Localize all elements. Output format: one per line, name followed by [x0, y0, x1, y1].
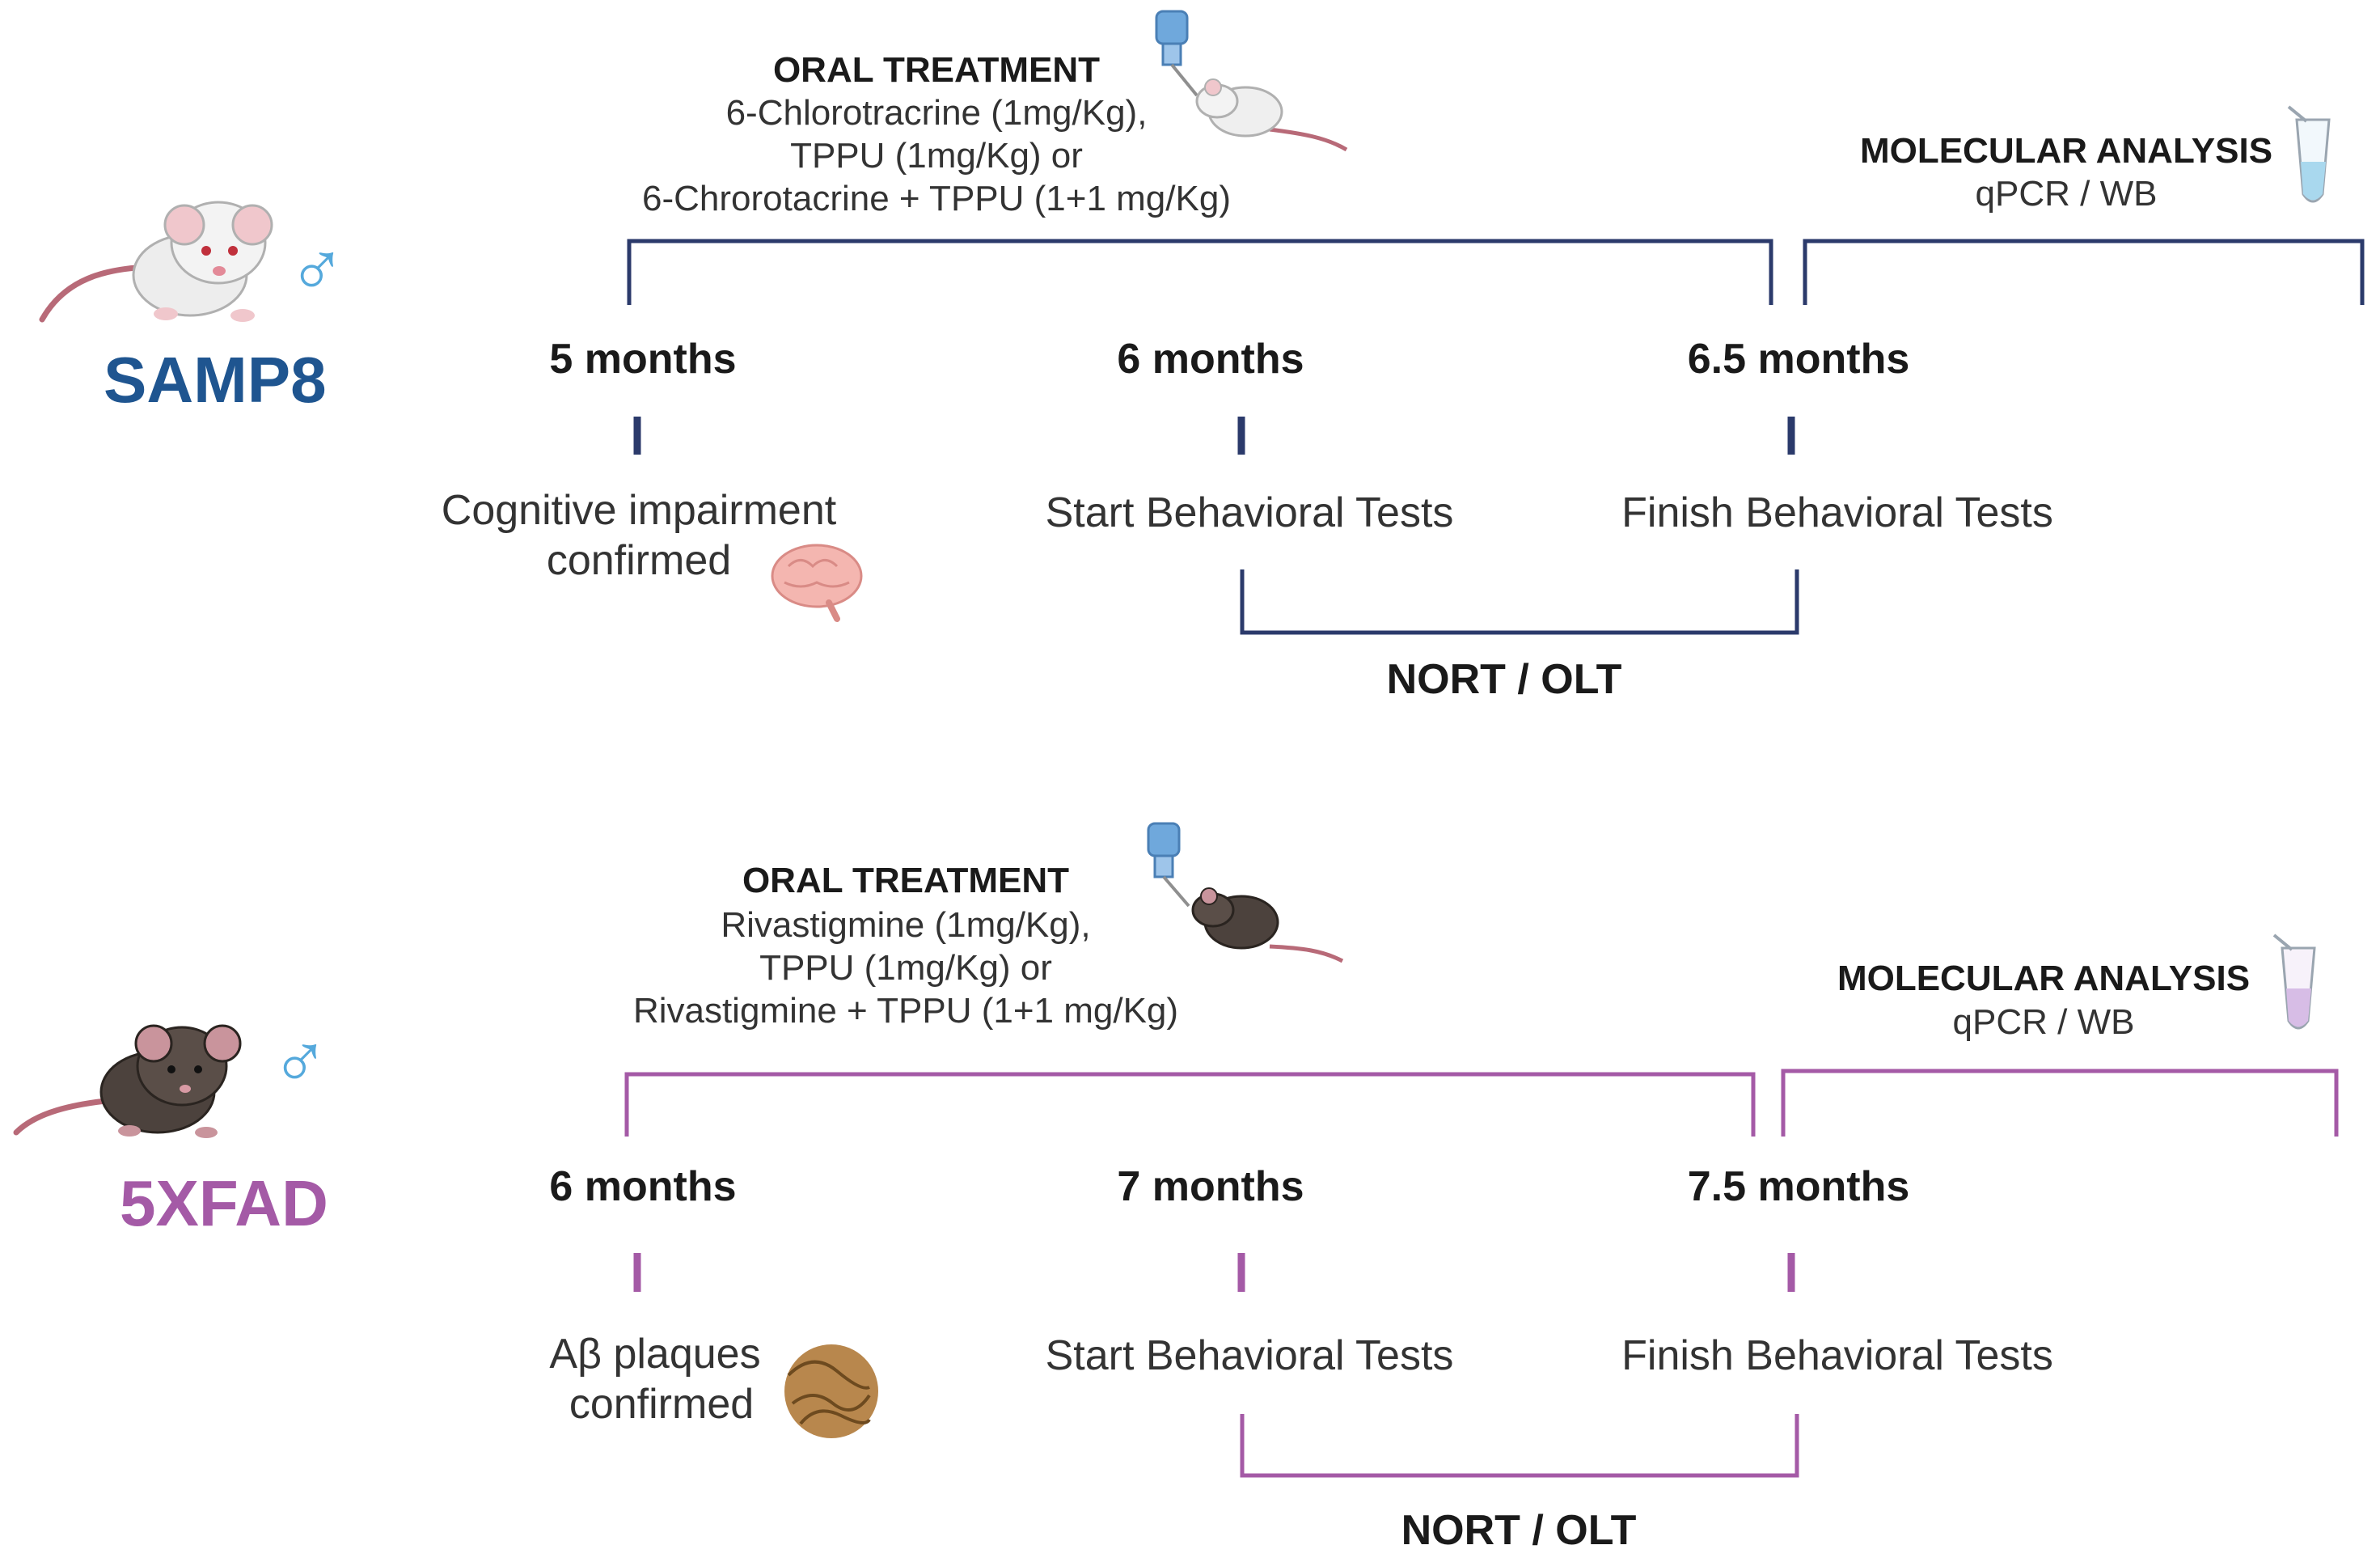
event-samp8-1-line-2: confirmed: [546, 537, 732, 584]
tube-icon: [2272, 933, 2316, 1030]
treatment-line-5xfad-1: Rivastigmine (1mg/Kg),: [721, 905, 1091, 945]
event-samp8-1-line-1: Cognitive impairment: [441, 487, 837, 534]
event-samp8-3: Finish Behavioral Tests: [1621, 489, 2053, 536]
event-samp8-2: Start Behavioral Tests: [1045, 489, 1454, 536]
brain-icon: [771, 544, 863, 622]
molecular-sub-5xfad: qPCR / WB: [1952, 1002, 2135, 1042]
timepoint-5xfad-1: 6 months: [549, 1163, 737, 1210]
dark-mouse-icon: [13, 1024, 242, 1138]
male-symbol-icon: ♂: [271, 1018, 329, 1105]
event-5xfad-1-line-1: Aβ plaques: [549, 1331, 761, 1378]
fivexfad-timeline: [65, 1069, 2365, 1478]
small-dark-mouse-icon: [1191, 887, 1344, 963]
event-5xfad-2: Start Behavioral Tests: [1045, 1332, 1454, 1379]
samp8-treatment-bracket: [627, 239, 1773, 305]
water-bottle-icon: [1147, 822, 1190, 908]
fivexfad-test-bracket: [1240, 1414, 1799, 1478]
treatment-line-samp8-3: 6-Chrorotacrine + TPPU (1+1 mg/Kg): [642, 179, 1231, 218]
water-bottle-icon: [1155, 10, 1198, 97]
treatment-line-5xfad-3: Rivastigmine + TPPU (1+1 mg/Kg): [632, 991, 1179, 1031]
event-5xfad-3: Finish Behavioral Tests: [1621, 1332, 2053, 1379]
treatment-header-samp8: ORAL TREATMENT: [772, 50, 1101, 90]
samp8-timeline: [65, 239, 2365, 635]
event-5xfad-1-line-2: confirmed: [569, 1381, 755, 1428]
white-mouse-icon: [39, 201, 273, 323]
timepoint-samp8-1: 5 months: [549, 336, 737, 383]
samp8-molecular-bracket: [1803, 239, 2365, 305]
model-name-5xfad: 5XFAD: [120, 1167, 328, 1239]
amyloid-plaque-icon: [784, 1344, 878, 1438]
model-name-samp8: SAMP8: [104, 344, 327, 416]
molecular-header-samp8: MOLECULAR ANALYSIS: [1859, 131, 2273, 171]
tube-icon: [2287, 105, 2331, 203]
treatment-header-5xfad: ORAL TREATMENT: [742, 861, 1070, 900]
timepoint-samp8-3: 6.5 months: [1687, 336, 1910, 383]
test-label-5xfad: NORT / OLT: [1401, 1507, 1637, 1554]
treatment-line-5xfad-2: TPPU (1mg/Kg) or: [759, 948, 1052, 988]
treatment-line-samp8-1: 6-Chlorotracrine (1mg/Kg),: [725, 93, 1148, 133]
treatment-line-samp8-2: TPPU (1mg/Kg) or: [790, 136, 1083, 176]
molecular-sub-samp8: qPCR / WB: [1975, 174, 2158, 214]
timepoint-5xfad-3: 7.5 months: [1687, 1163, 1910, 1210]
samp8-test-bracket: [1240, 569, 1799, 635]
fivexfad-treatment-bracket: [624, 1072, 1756, 1137]
small-white-mouse-icon: [1195, 78, 1348, 152]
timepoint-5xfad-2: 7 months: [1117, 1163, 1304, 1210]
male-symbol-icon: ♂: [288, 226, 346, 313]
fivexfad-molecular-bracket: [1781, 1069, 2339, 1137]
molecular-header-5xfad: MOLECULAR ANALYSIS: [1837, 959, 2251, 998]
timepoint-samp8-2: 6 months: [1117, 336, 1304, 383]
test-label-samp8: NORT / OLT: [1386, 656, 1622, 703]
